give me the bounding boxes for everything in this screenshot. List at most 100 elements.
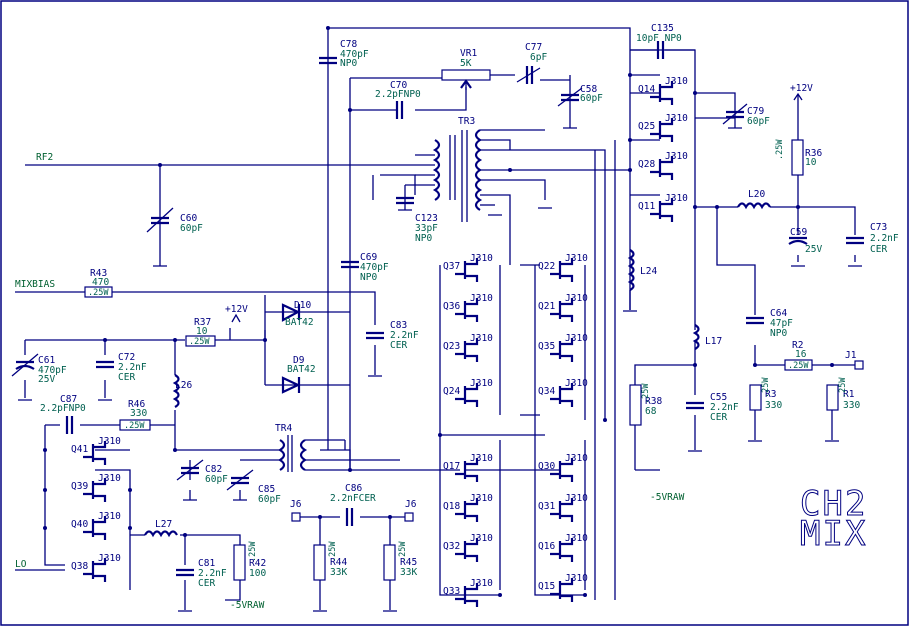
svg-text:C87: C87 (60, 394, 77, 405)
svg-text:J310: J310 (98, 511, 121, 522)
svg-text:330: 330 (765, 400, 782, 411)
svg-text:J310: J310 (98, 553, 121, 564)
svg-text:10: 10 (196, 326, 208, 337)
svg-text:C73: C73 (870, 222, 887, 233)
svg-text:R2: R2 (792, 340, 803, 351)
svg-text:.25W: .25W (398, 541, 408, 562)
resistor-r1: R1 330 .25W (826, 377, 860, 411)
svg-text:25V: 25V (38, 374, 55, 385)
svg-text:470pF: 470pF (38, 365, 67, 376)
svg-text:R43: R43 (90, 268, 107, 279)
svg-text:330: 330 (843, 400, 860, 411)
svg-text:-5VRAW: -5VRAW (650, 492, 685, 503)
svg-text:CH2: CH2 (800, 484, 867, 524)
svg-text:RF2: RF2 (36, 152, 53, 163)
svg-text:2.2nFCER: 2.2nFCER (330, 493, 376, 504)
svg-text:470pF: 470pF (340, 49, 369, 60)
potentiometer-vr1: VR1 5K (441, 48, 491, 90)
jfet-q18: Q18 J310 (443, 493, 493, 522)
svg-text:J310: J310 (665, 151, 688, 162)
svg-text:C60: C60 (180, 213, 197, 224)
resistor-r38: R38 68 .25W (629, 383, 662, 426)
wiring (15, 27, 856, 610)
svg-text:C85: C85 (258, 484, 275, 495)
diode-d9: D9 BAT42 (281, 355, 316, 394)
svg-text:2.2nF: 2.2nF (198, 568, 227, 579)
svg-text:J310: J310 (470, 253, 493, 264)
svg-text:J310: J310 (665, 193, 688, 204)
svg-text:6pF: 6pF (530, 52, 547, 63)
svg-text:Q18: Q18 (443, 501, 460, 512)
inductor-l20: L20 (737, 189, 771, 210)
svg-text:Q35: Q35 (538, 341, 555, 352)
svg-text:C55: C55 (710, 392, 727, 403)
junction-dots (43, 26, 834, 597)
diode-d10: D10 BAT42 (281, 300, 314, 328)
svg-text:33K: 33K (330, 567, 347, 578)
svg-text:.25W: .25W (124, 421, 145, 431)
svg-text:470pF: 470pF (360, 262, 389, 273)
svg-text:BAT42: BAT42 (285, 317, 314, 328)
svg-text:.25W: .25W (88, 288, 109, 298)
svg-text:CER: CER (870, 244, 887, 255)
svg-text:-5VRAW: -5VRAW (230, 600, 265, 611)
svg-text:J310: J310 (565, 493, 588, 504)
capacitor-c60: C60 60pF (146, 207, 203, 234)
svg-text:TR4: TR4 (275, 423, 292, 434)
svg-text:C61: C61 (38, 355, 55, 366)
svg-text:2.2nF: 2.2nF (118, 362, 147, 373)
svg-text:.25W: .25W (838, 377, 848, 398)
svg-text:TR3: TR3 (458, 116, 475, 127)
svg-text:C59: C59 (790, 227, 807, 238)
svg-text:C69: C69 (360, 252, 377, 263)
resistor-r42: R42 100 .25W (233, 541, 266, 581)
transformer-tr3: TR3 (432, 116, 483, 222)
svg-text:VR1: VR1 (460, 48, 477, 59)
svg-text:Q21: Q21 (538, 301, 555, 312)
svg-text:L24: L24 (640, 266, 657, 277)
svg-text:+12V: +12V (790, 83, 813, 94)
svg-text:R1: R1 (843, 389, 855, 400)
svg-text:L20: L20 (748, 189, 765, 200)
svg-text:5K: 5K (460, 58, 472, 69)
svg-text:CER: CER (390, 340, 407, 351)
svg-text:2.2nF: 2.2nF (710, 402, 739, 413)
svg-text:60pF: 60pF (580, 93, 603, 104)
capacitor-c82: C82 60pF (176, 459, 228, 485)
svg-text:60pF: 60pF (205, 474, 228, 485)
svg-text:J310: J310 (565, 253, 588, 264)
svg-text:NP0: NP0 (770, 328, 787, 339)
svg-text:MIXBIAS: MIXBIAS (15, 279, 55, 290)
svg-text:C77: C77 (525, 42, 542, 53)
svg-text:J310: J310 (565, 378, 588, 389)
transformer-tr4: TR4 (275, 423, 308, 472)
inductor-l17: L17 (692, 324, 722, 350)
svg-text:J310: J310 (470, 493, 493, 504)
svg-text:47pF: 47pF (770, 318, 793, 329)
svg-text:NP0: NP0 (415, 233, 432, 244)
svg-text:Q14: Q14 (638, 84, 655, 95)
svg-text:J310: J310 (470, 453, 493, 464)
svg-text:R3: R3 (765, 389, 776, 400)
capacitor-c86: C86 2.2nFCER (330, 483, 376, 526)
capacitor-c123: C123 33pF NP0 (396, 196, 438, 244)
svg-text:C123: C123 (415, 213, 438, 224)
inductor-l27: L27 (144, 519, 178, 538)
svg-text:33K: 33K (400, 567, 417, 578)
svg-text:C82: C82 (205, 464, 222, 475)
svg-text:Q32: Q32 (443, 541, 460, 552)
svg-text:100: 100 (249, 568, 266, 579)
svg-text:C79: C79 (747, 106, 764, 117)
svg-text:Q33: Q33 (443, 586, 460, 597)
svg-text:C83: C83 (390, 320, 407, 331)
